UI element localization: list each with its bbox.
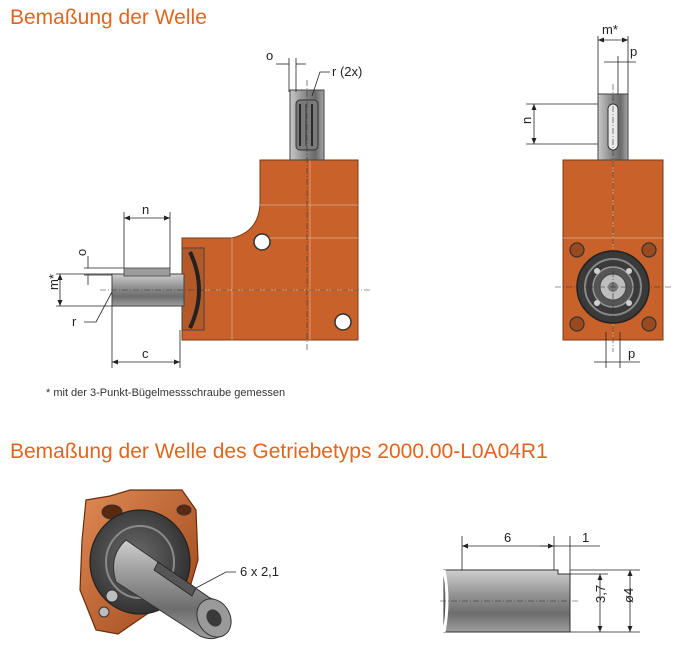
section-title-shaft-dimensions: Bemaßung der Welle [10, 6, 207, 29]
side-view-bolt-hole [253, 233, 271, 251]
dim-label-flat: 6 x 2,1 [240, 564, 279, 579]
dim-label-m-front: m* [602, 22, 618, 37]
dim-label-n-side: n [142, 202, 149, 217]
detail-3d-view: 6 x 2,1 [79, 489, 279, 640]
detail-section-view: 6 1 3,7 ø4 [440, 530, 640, 633]
section-title-gearbox-type: Bemaßung der Welle des Getriebetyps 2000… [10, 440, 548, 463]
dim-label-3-7: 3,7 [593, 585, 608, 603]
footnote: * mit der 3-Punkt-Bügelmessschraube geme… [46, 387, 286, 399]
dim-label-6: 6 [504, 530, 511, 545]
dim-label-m-side: m* [46, 274, 61, 290]
front-view: m* p n p [519, 22, 671, 368]
dim-label-d4: ø4 [621, 588, 636, 603]
side-view: o r (2x) n o m* r c [46, 48, 370, 368]
dim-label-o-top: o [266, 48, 273, 63]
dim-label-p-bottom: p [628, 346, 635, 361]
dim-label-c: c [142, 346, 149, 361]
dim-label-r-2x: r (2x) [332, 64, 362, 79]
dim-label-p-top: p [630, 44, 637, 59]
dim-label-1: 1 [582, 530, 589, 545]
dim-label-o-left: o [74, 249, 89, 256]
side-view-bolt-hole [334, 313, 352, 331]
dim-label-n-front: n [519, 117, 534, 124]
side-view-housing [181, 159, 359, 341]
dim-label-r: r [72, 314, 77, 329]
